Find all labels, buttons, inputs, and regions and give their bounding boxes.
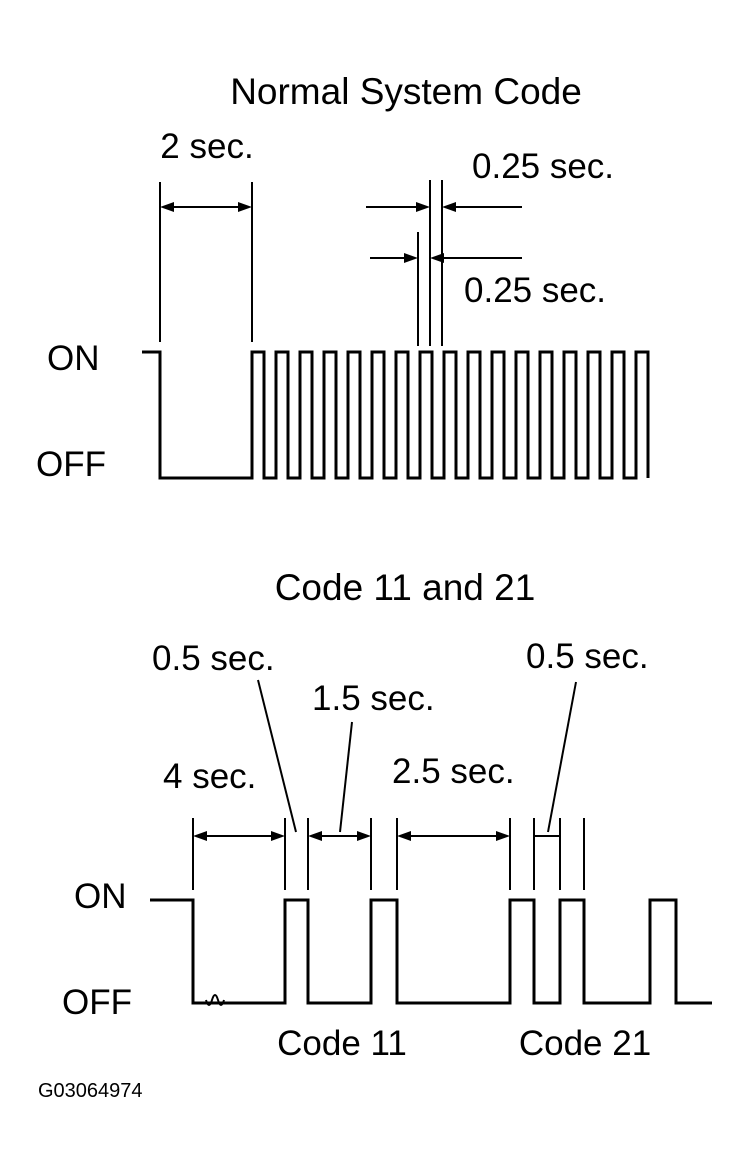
codes-dim-gap-11-label: 1.5 sec. — [312, 679, 435, 718]
figure-id: G03064974 — [38, 1080, 143, 1102]
codes-dim-start-label: 4 sec. — [163, 757, 256, 796]
codes-section-title: Code 11 and 21 — [275, 567, 536, 608]
codes-dim-start-arrow-right — [271, 831, 285, 841]
codes-dim-pulse-11-leader — [257, 679, 297, 833]
normal-off-label: OFF — [36, 445, 106, 484]
normal-code-waveform — [142, 350, 650, 480]
normal-section-title: Normal System Code — [230, 71, 582, 112]
break-mark-icon — [205, 994, 225, 1006]
codes-dim-gap-between-arrow-left — [397, 831, 411, 841]
normal-dim-start-arrow-left — [160, 202, 174, 212]
codes-dim-pulse-11-label: 0.5 sec. — [152, 639, 275, 678]
normal-dim-on-label: 0.25 sec. — [472, 147, 614, 186]
normal-dim-start-arrow-right — [238, 202, 252, 212]
codes-dim-gap-between-arrow-right — [496, 831, 510, 841]
codes-dim-pulse-21-leader — [547, 681, 577, 833]
normal-dim-off-label: 0.25 sec. — [464, 271, 606, 310]
codes-dim-gap-between-label: 2.5 sec. — [392, 752, 515, 791]
codes-dim-gap-11-arrow-right — [357, 831, 371, 841]
codes-dim-pulse-21-label: 0.5 sec. — [526, 637, 649, 676]
code-21-label: Code 21 — [519, 1024, 651, 1063]
code-11-21-section: Code 11 and 21 0.5 sec. 1.5 sec. 0.5 sec… — [62, 567, 712, 1063]
normal-dim-on-arrow-right — [442, 202, 456, 212]
codes-off-label: OFF — [62, 983, 132, 1022]
normal-dim-on-arrow-left — [416, 202, 430, 212]
code-11-label: Code 11 — [277, 1024, 407, 1063]
normal-dim-off-arrow-right — [430, 253, 444, 263]
normal-dim-off-arrow-left — [404, 253, 418, 263]
normal-dim-start-label: 2 sec. — [160, 127, 253, 166]
codes-dim-gap-11-arrow-left — [308, 831, 322, 841]
codes-on-label: ON — [74, 877, 127, 916]
normal-system-code-section: Normal System Code 2 sec. 0.25 sec. 0.25… — [36, 71, 650, 484]
code-11-21-waveform — [150, 898, 712, 1005]
codes-dim-start-arrow-left — [193, 831, 207, 841]
normal-on-label: ON — [47, 339, 100, 378]
codes-dim-gap-11-leader — [339, 721, 353, 833]
